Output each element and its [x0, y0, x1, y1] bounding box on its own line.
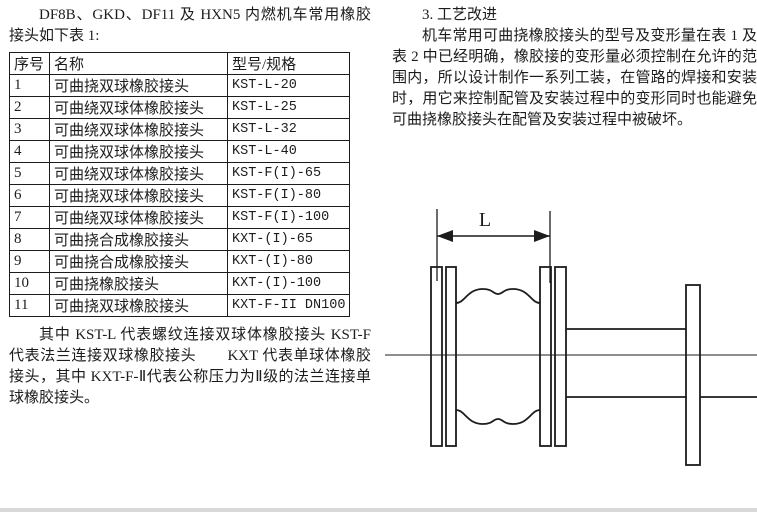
- right-column: 3. 工艺改进 机车常用可曲挠橡胶接头的型号及变形量在表 1 及表 2 中已经明…: [385, 5, 757, 466]
- arrowhead-right: [534, 230, 550, 242]
- joint-name: 可曲绕双球体橡胶接头: [49, 162, 228, 185]
- flange-plate: [430, 266, 443, 447]
- joint-name: 可曲绕双球体橡胶接头: [49, 118, 228, 141]
- intro-paragraph: DF8B、GKD、DF11 及 HXN5 内燃机车常用橡胶接头如下表 1:: [9, 7, 371, 44]
- bellows-bottom-profile: [455, 409, 541, 425]
- joint-name: 可曲绕双球体橡胶接头: [49, 206, 228, 229]
- table-header-row: 序号 名称 型号/规格: [9, 52, 351, 75]
- col-header-model: 型号/规格: [226, 52, 351, 75]
- body-paragraph: 机车常用可曲挠橡胶接头的型号及变形量在表 1 及表 2 中已经明确，橡胶接的变形…: [392, 28, 757, 128]
- row-index: 3: [9, 118, 50, 141]
- col-header-index: 序号: [9, 52, 50, 75]
- row-index: 4: [9, 140, 50, 163]
- rubber-joint-drawing: L: [385, 209, 757, 466]
- flange-plate: [445, 266, 457, 447]
- section-heading: 3. 工艺改进: [422, 7, 498, 23]
- bellows-top-profile: [455, 288, 541, 304]
- model-spec: KST-L-40: [226, 140, 351, 163]
- model-spec: KST-L-32: [226, 118, 351, 141]
- row-index: 7: [9, 206, 50, 229]
- joint-figure: L: [385, 199, 757, 515]
- scan-edge-shadow: [0, 508, 757, 512]
- row-index: 11: [9, 294, 50, 317]
- joint-name: 可曲挠双球橡胶接头: [49, 294, 228, 317]
- model-spec: KST-L-20: [226, 74, 351, 97]
- dimension-label: L: [479, 209, 491, 231]
- joint-name: 可曲挠双球体橡胶接头: [49, 140, 228, 163]
- model-spec: KXT-F-II DN100: [226, 294, 351, 317]
- model-spec: KST-F(I)-80: [226, 184, 351, 207]
- col-header-name: 名称: [49, 52, 228, 75]
- row-index: 1: [9, 74, 50, 97]
- end-flange: [685, 284, 701, 466]
- flange-plate: [539, 266, 552, 447]
- joint-name: 可曲挠双球橡胶接头: [49, 74, 228, 97]
- model-spec: KST-L-25: [226, 96, 351, 119]
- model-spec: KST-F(I)-100: [226, 206, 351, 229]
- arrowhead-left: [437, 230, 453, 242]
- note-paragraph: 其中 KST-L 代表螺纹连接双球体橡胶接头 KST-F 代表法兰连接双球橡胶接…: [9, 327, 371, 406]
- model-spec: KXT-(I)-65: [226, 228, 351, 251]
- row-index: 6: [9, 184, 50, 207]
- flange-plate: [554, 266, 567, 447]
- joint-name: 可曲挠合成橡胶接头: [49, 250, 228, 273]
- row-index: 8: [9, 228, 50, 251]
- joint-name: 可曲挠双球体橡胶接头: [49, 184, 228, 207]
- row-index: 5: [9, 162, 50, 185]
- model-spec: KST-F(I)-65: [226, 162, 351, 185]
- left-column: DF8B、GKD、DF11 及 HXN5 内燃机车常用橡胶接头如下表 1: 序号…: [9, 5, 371, 409]
- joint-name: 可曲挠合成橡胶接头: [49, 228, 228, 251]
- row-index: 2: [9, 96, 50, 119]
- model-spec: KXT-(I)-80: [226, 250, 351, 273]
- row-index: 9: [9, 250, 50, 273]
- row-index: 10: [9, 272, 50, 295]
- model-spec: KXT-(I)-100: [226, 272, 351, 295]
- joint-name: 可曲绕双球体橡胶接头: [49, 96, 228, 119]
- joint-name: 可曲挠橡胶接头: [49, 272, 228, 295]
